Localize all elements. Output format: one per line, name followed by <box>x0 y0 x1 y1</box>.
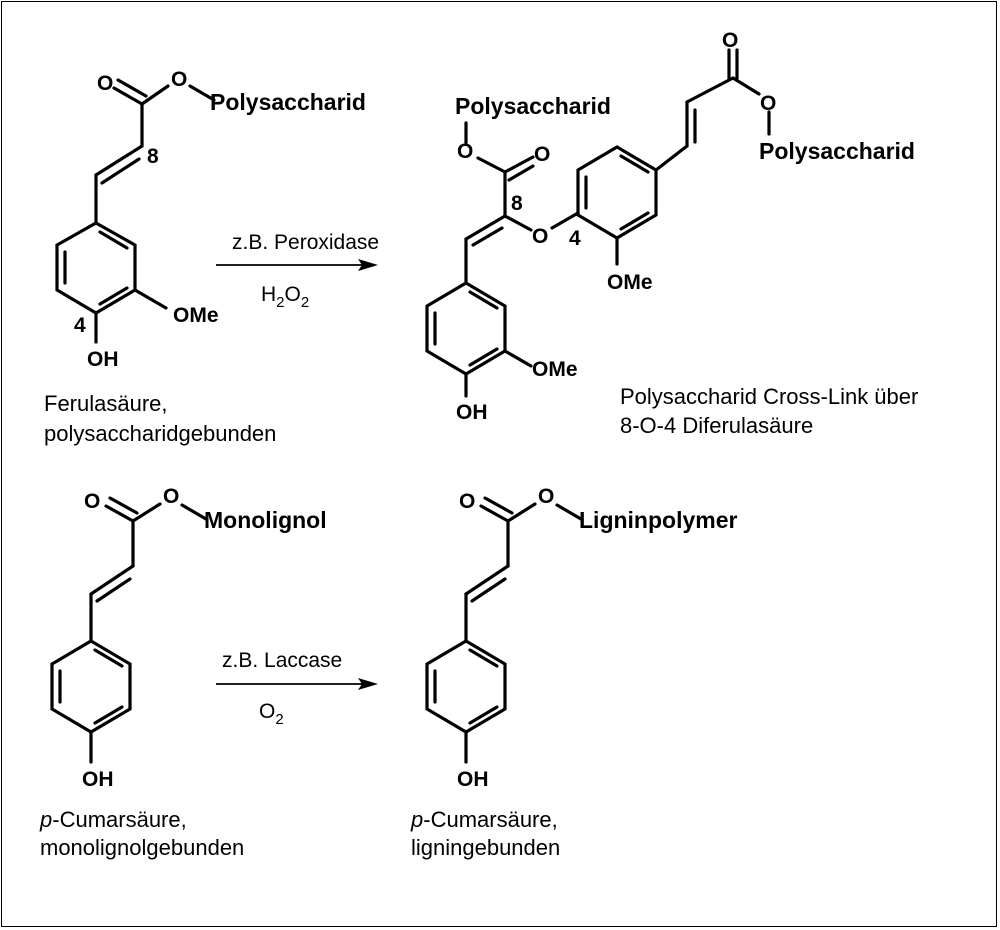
reagent-hydrogen-peroxide-label: H2O2 <box>261 283 309 311</box>
product-1-caption-line2: 8-O-4 Diferulasäure <box>620 413 813 438</box>
coumaric-acid-monolignol-structure: O O Monolignol OH <box>50 485 327 791</box>
methoxy-label: OMe <box>173 304 219 327</box>
product-locant-4-label: 4 <box>569 227 581 250</box>
upper-methoxy-label: OMe <box>607 271 653 294</box>
reaction-arrow-1 <box>216 259 378 271</box>
product-locant-8-label: 8 <box>511 192 523 215</box>
carbonyl-oxygen-label: O <box>97 72 113 95</box>
product-hydroxyl-label: OH <box>456 401 488 424</box>
polysaccharid-label: Polysaccharid <box>210 89 366 115</box>
reagent-oxygen-label: O2 <box>259 700 284 728</box>
carbonyl-oxygen-label: O <box>459 490 475 513</box>
polysaccharid-right-label: Polysaccharid <box>759 138 915 164</box>
upper-ester-oxygen-label: O <box>760 92 776 115</box>
reactant-1-caption-line1: Ferulasäure, <box>44 391 168 416</box>
ester-oxygen-label: O <box>538 485 554 508</box>
product-1-caption-line1: Polysaccharid Cross-Link über <box>620 384 918 409</box>
hydroxyl-label: OH <box>82 768 114 791</box>
coumaric-acid-lignin-structure: O O Ligninpolymer OH <box>425 485 738 791</box>
hydroxyl-label: OH <box>457 768 489 791</box>
lower-methoxy-label: OMe <box>532 358 578 381</box>
product-2-caption-line1: p-Cumarsäure, <box>410 807 558 832</box>
ester-oxygen-label: O <box>163 485 179 508</box>
lower-carbonyl-oxygen-label: O <box>534 143 550 166</box>
ligninpolymer-label: Ligninpolymer <box>579 507 738 533</box>
locant-4-label: 4 <box>74 314 86 337</box>
reactant-2-caption-line1: p-Cumarsäure, <box>39 807 187 832</box>
ferulic-acid-structure: O O Polysaccharid 8 OMe 4 OH <box>55 68 366 371</box>
reactant-1-caption-line2: polysaccharidgebunden <box>44 421 276 446</box>
reagent-peroxidase-label: z.B. Peroxidase <box>232 231 379 254</box>
reaction-arrow-2 <box>216 678 378 690</box>
monolignol-label: Monolignol <box>204 507 327 533</box>
lower-ester-oxygen-label: O <box>457 140 473 163</box>
bridge-oxygen-label: O <box>532 225 548 248</box>
reactant-2-caption-line2: monolignolgebunden <box>40 835 244 860</box>
hydroxyl-label: OH <box>87 348 119 371</box>
ester-oxygen-label: O <box>171 68 187 91</box>
locant-8-label: 8 <box>147 145 159 168</box>
carbonyl-oxygen-label: O <box>84 490 100 513</box>
product-2-caption-line2: ligningebunden <box>411 835 560 860</box>
upper-carbonyl-oxygen-label: O <box>722 29 738 52</box>
diferulate-structure: O O Polysaccharid Polysaccharid O O 8 O … <box>425 29 915 424</box>
reagent-laccase-label: z.B. Laccase <box>222 649 342 672</box>
polysaccharid-left-label: Polysaccharid <box>455 93 611 119</box>
